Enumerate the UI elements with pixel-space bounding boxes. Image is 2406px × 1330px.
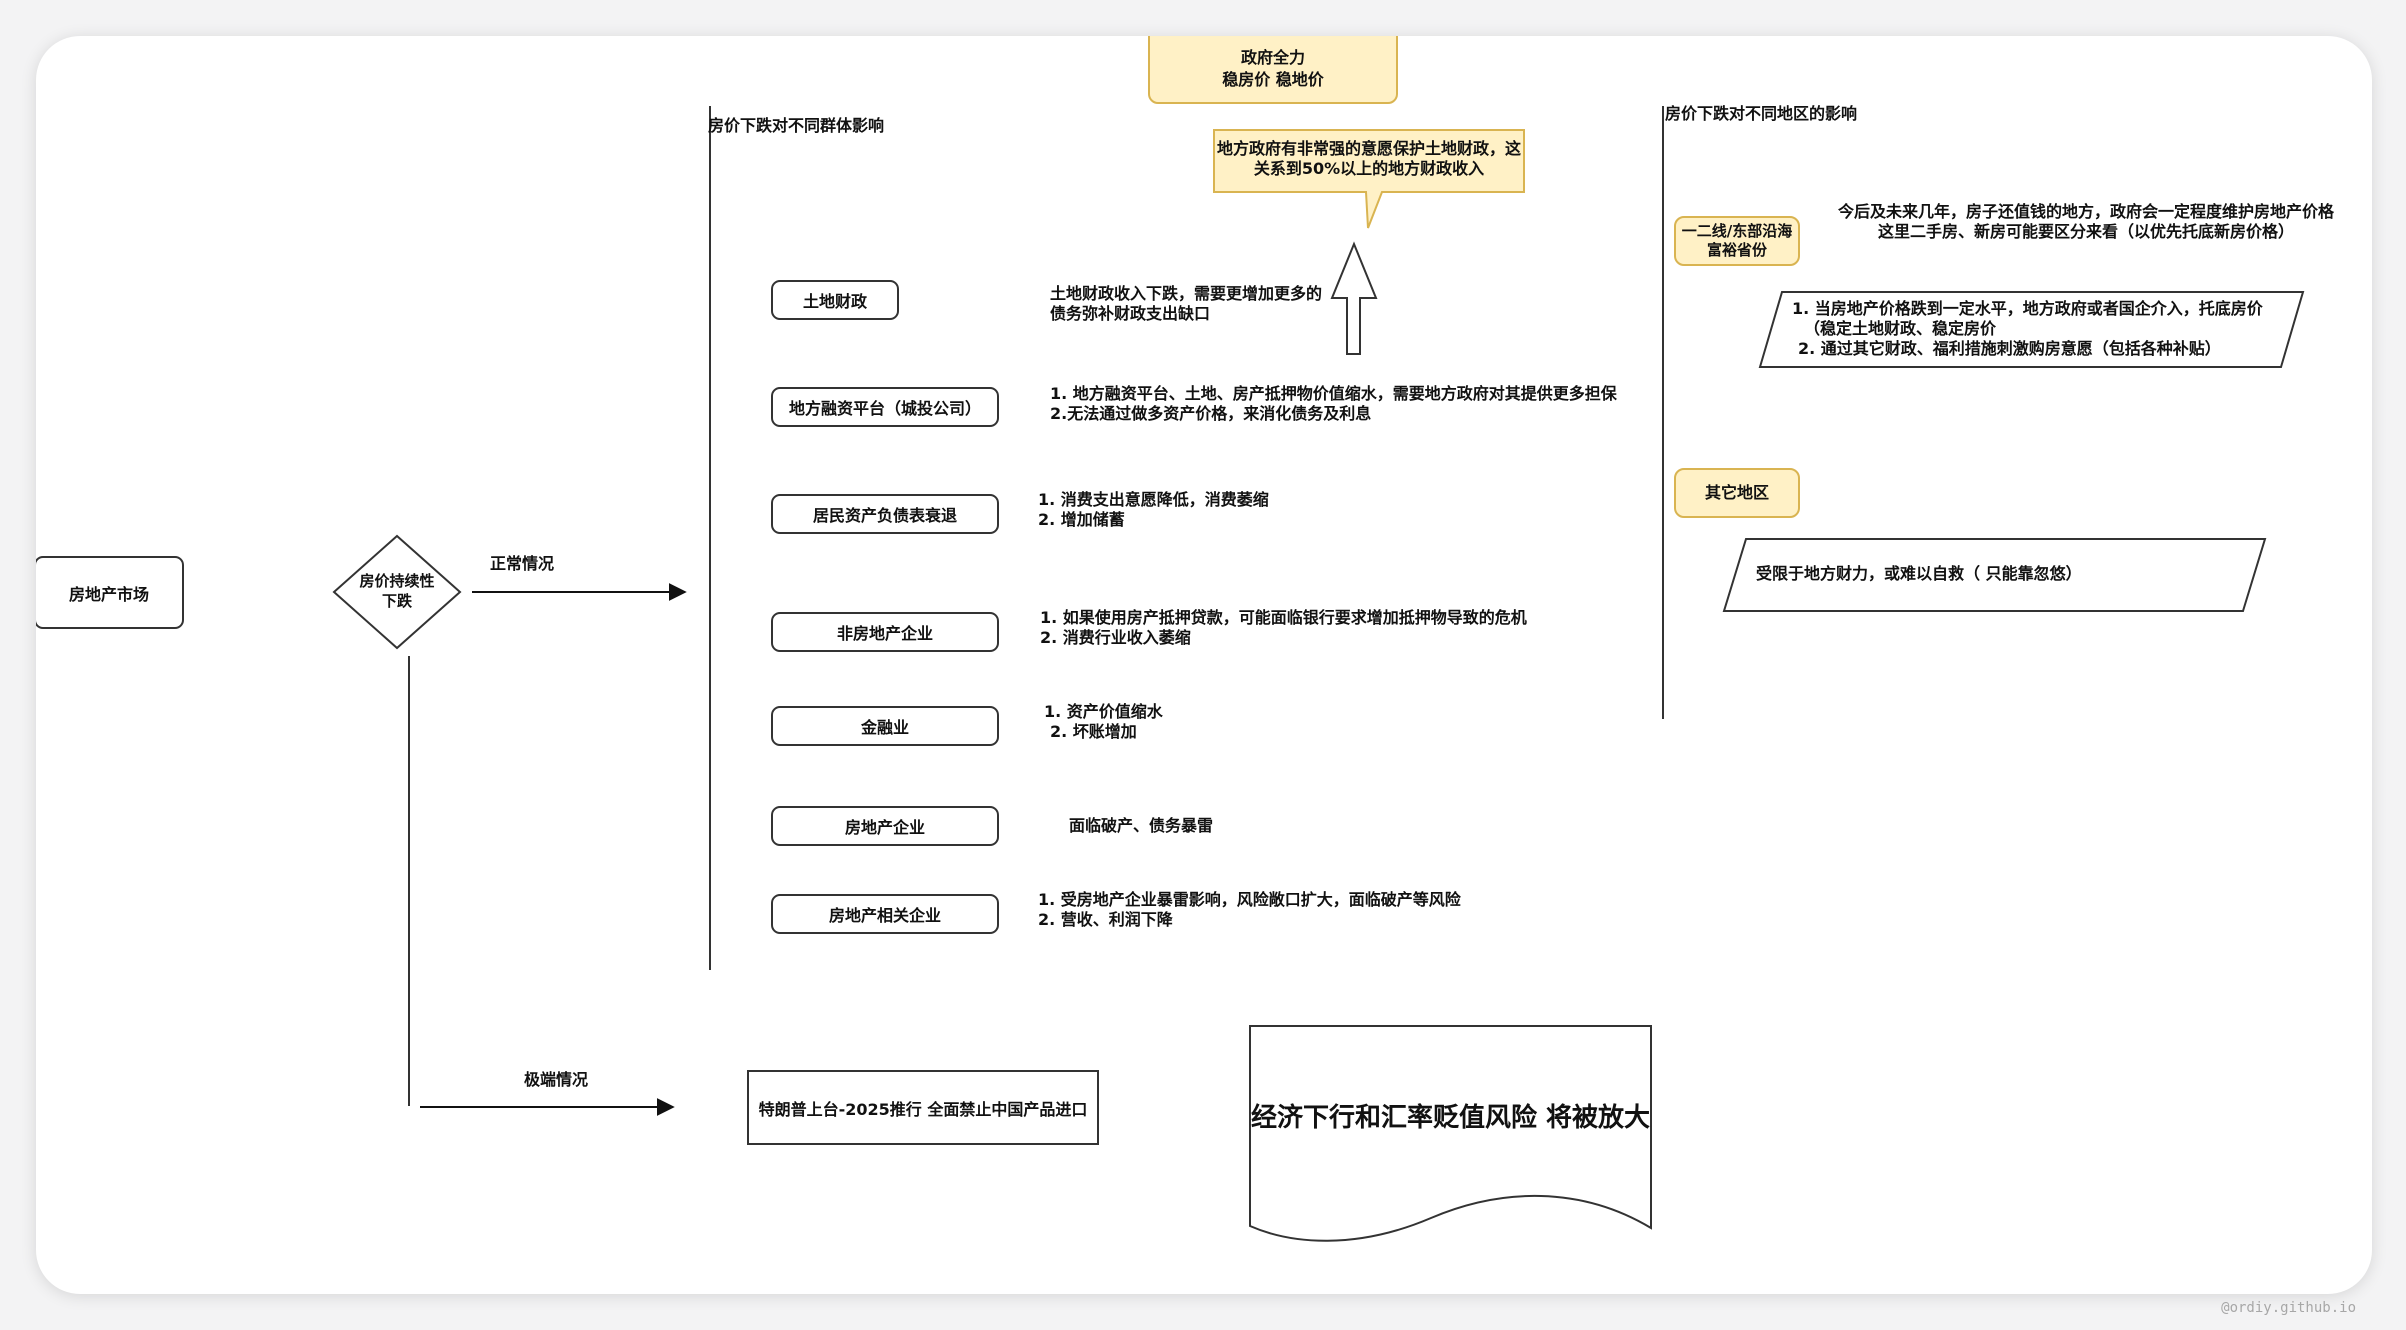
group-box-finance-industry[interactable]: 金融业 <box>771 706 999 746</box>
extreme-event-box[interactable]: 特朗普上台-2025推行 全面禁止中国产品进口 <box>747 1070 1099 1145</box>
up-block-arrow <box>1330 241 1378 355</box>
connector-lines <box>332 106 2305 1242</box>
watermark: @ordiy.github.io <box>2221 1300 2356 1316</box>
root-node-real-estate-market[interactable]: 房地产市场 <box>36 556 184 629</box>
effect-finance: 1. 资产价值缩水 2. 坏账增加 <box>1044 702 1163 741</box>
effect-land-finance: 土地财政收入下跌，需要更增加更多的 债务弥补财政支出缺口 <box>1050 284 1323 323</box>
group-box-land-finance[interactable]: 土地财政 <box>771 280 899 320</box>
root-node-label: 房地产市场 <box>68 584 149 604</box>
extreme-branch-label: 极端情况 <box>524 1070 589 1089</box>
tier1-measures-parallelogram <box>1758 291 2305 368</box>
diagram-canvas: 房地产市场 房价持续性 下跌 正常情况 极端情况 房价下跌对不同群体影响 土地财… <box>36 36 2372 1294</box>
effect-non-real-estate: 1. 如果使用房产抵押贷款，可能面临银行要求增加抵押物导致的危机 2. 消费行业… <box>1040 608 1527 647</box>
group-box-non-real-estate-firms[interactable]: 非房地产企业 <box>771 612 999 652</box>
outcome-document-shape <box>1249 1025 1652 1242</box>
other-region-label[interactable]: 其它地区 <box>1674 468 1800 518</box>
regions-title: 房价下跌对不同地区的影响 <box>1665 104 1858 123</box>
decision-label: 房价持续性 下跌 <box>359 572 435 610</box>
government-note[interactable]: 政府全力 稳房价 稳地价 <box>1148 36 1398 104</box>
effect-real-estate-firms: 面临破产、债务暴雷 <box>1069 816 1214 835</box>
groups-title: 房价下跌对不同群体影响 <box>708 116 885 135</box>
normal-branch-label: 正常情况 <box>490 554 555 573</box>
callout-text: 地方政府有非常强的意愿保护土地财政，这 关系到50%以上的地方财政收入 <box>1216 139 1521 178</box>
callout-shape <box>1213 129 1525 229</box>
other-region-note: 受限于地方财力，或难以自救（ 只能靠忽悠） <box>1756 564 2082 583</box>
group-box-related-firms[interactable]: 房地产相关企业 <box>771 894 999 934</box>
tier1-note: 今后及未来几年，房子还值钱的地方，政府会一定程度维护房地产价格 这里二手房、新房… <box>1837 202 2334 241</box>
group-box-household-balance-sheet[interactable]: 居民资产负债表衰退 <box>771 494 999 534</box>
tier1-measures: 1. 当房地产价格跌到一定水平，地方政府或者国企介入，托底房价 （稳定土地财政、… <box>1792 299 2263 358</box>
outcome-text: 经济下行和汇率贬值风险 将被放大 <box>1250 1103 1651 1133</box>
other-note-parallelogram <box>1722 538 2267 612</box>
effect-household: 1. 消费支出意愿降低，消费萎缩 2. 增加储蓄 <box>1038 490 1269 529</box>
group-box-lgfv[interactable]: 地方融资平台（城投公司） <box>771 387 999 427</box>
effect-related-firms: 1. 受房地产企业暴雷影响，风险敞口扩大，面临破产等风险 2. 营收、利润下降 <box>1038 890 1461 929</box>
group-box-real-estate-firms[interactable]: 房地产企业 <box>771 806 999 846</box>
decision-diamond <box>332 534 462 650</box>
effect-lgfv: 1. 地方融资平台、土地、房产抵押物价值缩水，需要地方政府对其提供更多担保 2.… <box>1050 384 1617 423</box>
tier1-region-label[interactable]: 一二线/东部沿海 富裕省份 <box>1674 216 1800 266</box>
